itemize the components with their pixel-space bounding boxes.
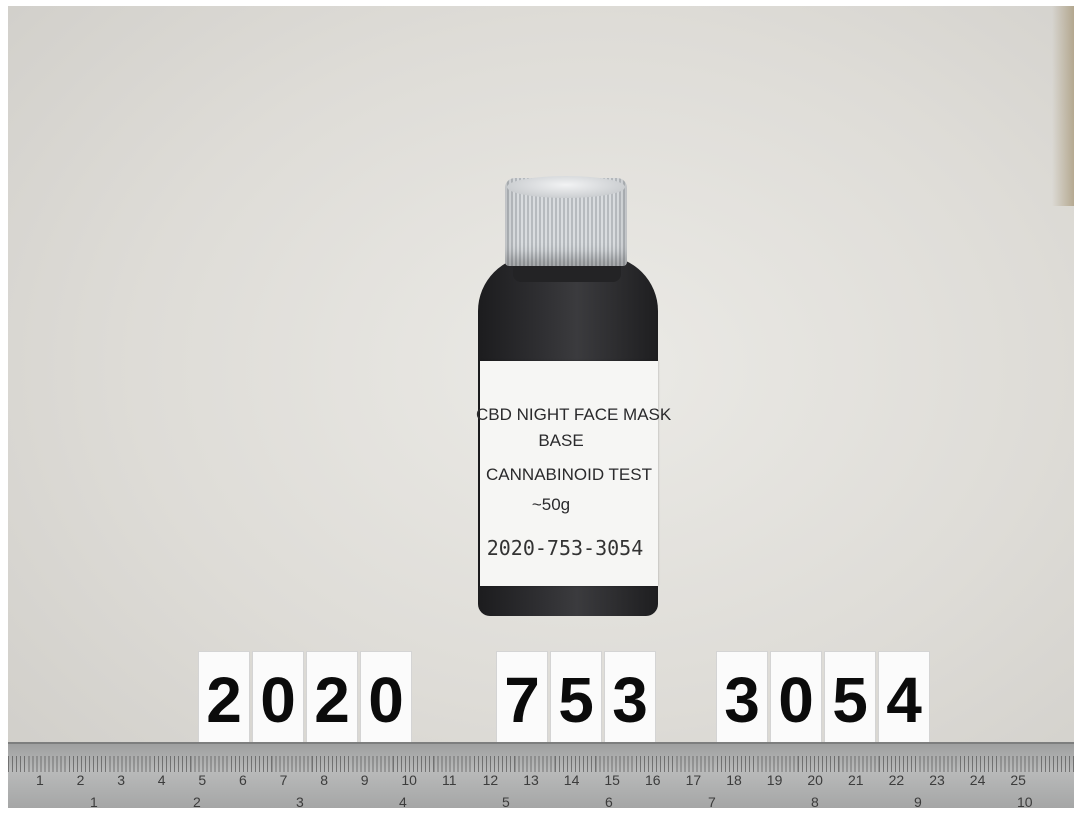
- number-plate: 7: [496, 651, 548, 749]
- number-plate: 3: [716, 651, 768, 749]
- ruler-cm-label: 8: [320, 772, 328, 788]
- number-plate: 2: [306, 651, 358, 749]
- ruler-cm-label: 23: [929, 772, 945, 788]
- ruler-cm-label: 4: [157, 772, 166, 788]
- ruler-cm-label: 3: [117, 772, 125, 788]
- ruler-inch-label: 4: [399, 794, 407, 808]
- ruler-inch-label: 6: [605, 794, 613, 808]
- number-plate: 5: [824, 651, 876, 749]
- number-plate: 5: [550, 651, 602, 749]
- ruler-cm-label: 14: [563, 772, 580, 788]
- bottle-label: CBD NIGHT FACE MASK BASE CANNABINOID TES…: [476, 361, 671, 586]
- photo: CBD NIGHT FACE MASK BASE CANNABINOID TES…: [8, 6, 1074, 808]
- ruler-cm-label: 16: [645, 772, 661, 788]
- number-plate: 2: [198, 651, 250, 749]
- ruler-cm-label: 17: [685, 772, 702, 788]
- plate-group-year: 2 0 2 0: [198, 651, 412, 749]
- ruler-cm-label: 25: [1010, 772, 1026, 788]
- ruler-inch-label: 1: [90, 794, 98, 808]
- label-sample-id: 2020-753-3054: [486, 536, 644, 560]
- plate-group-sample: 3 0 5 4: [716, 651, 930, 749]
- ruler-ticks: [8, 756, 1074, 772]
- ruler-cm-label: 19: [766, 772, 783, 788]
- label-weight: ~50g: [531, 495, 571, 514]
- ruler-inch-label: 8: [811, 794, 819, 808]
- ruler-cm-label: 21: [848, 772, 864, 788]
- number-plate: 0: [770, 651, 822, 749]
- label-test-type: CANNABINOID TEST: [486, 465, 652, 484]
- ruler-cm-label: 11: [442, 772, 457, 788]
- ruler-cm-label: 15: [604, 772, 620, 788]
- ruler-cm-label: 7: [279, 772, 288, 788]
- ruler-inch-label: 3: [296, 794, 304, 808]
- ruler-inch-label: 7: [708, 794, 716, 808]
- ruler-inch-label: 5: [502, 794, 510, 808]
- ruler-cm-label: 9: [360, 772, 369, 788]
- label-product-name: CBD NIGHT FACE MASK: [476, 405, 672, 424]
- ruler-cm-label: 22: [888, 772, 905, 788]
- ruler-cm-label: 12: [482, 772, 499, 788]
- number-plate: 4: [878, 651, 930, 749]
- label-product-base: BASE: [538, 431, 584, 450]
- ruler-inch-label: 2: [193, 794, 201, 808]
- ruler-cm-label: 13: [523, 772, 539, 788]
- number-plate: 3: [604, 651, 656, 749]
- ruler-cm-label: 6: [239, 772, 247, 788]
- ruler-cm-label: 5: [198, 772, 207, 788]
- plate-group-batch: 7 5 3: [496, 651, 656, 749]
- ruler-inch-label: 9: [914, 794, 922, 808]
- number-plate: 0: [360, 651, 412, 749]
- ruler-cm-label: 18: [726, 772, 742, 788]
- number-plate: 0: [252, 651, 304, 749]
- ruler-cm-label: 10: [401, 772, 417, 788]
- ruler-cm-label: 20: [807, 772, 823, 788]
- bottle-cap-top: [507, 176, 625, 198]
- ruler-cm-label: 1: [36, 772, 44, 788]
- ruler-cm-label: 24: [969, 772, 986, 788]
- ruler-inch-label: 10: [1017, 794, 1033, 808]
- ruler-cm-label: 2: [76, 772, 85, 788]
- corner-shadow: [1052, 6, 1074, 206]
